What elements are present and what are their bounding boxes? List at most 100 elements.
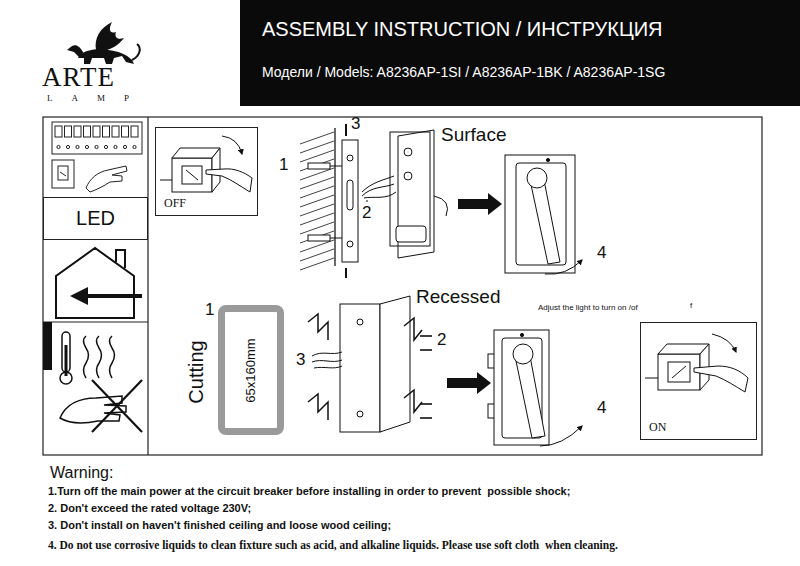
indoor-use-icon [70,287,88,305]
section-heading: Surface [441,124,506,146]
griffin-logo [78,49,134,64]
header-title: ASSEMBLY INSTRUCTION / ИНСТРУКЦИЯ [262,18,663,41]
node-text: OFF [164,197,186,211]
recessed-lamp-assembled [520,333,523,336]
no-heat-icon [43,322,142,432]
wall-hatch [300,159,334,171]
switch-off-illustration [222,136,242,154]
instruction-frame [43,321,148,322]
models-line: Модели / Models: A8236AP-1SI / A8236AP-1… [262,64,665,80]
recessed-exploded-view [312,360,342,362]
switch-on-illustration [668,362,690,382]
surface-exploded-view [364,192,396,198]
wall-hatch [300,231,334,243]
recessed-exploded-view [308,296,432,432]
breaker-panel [93,126,100,137]
callout-number: 2 [437,330,446,350]
breaker-panel [76,145,79,148]
warning-item: 4. Do not use corrosive liquids to clean… [48,539,618,552]
wall-hatch [300,222,334,234]
no-heat-icon [84,336,89,378]
recessed-exploded-view [404,390,422,412]
no-heat-icon [92,380,142,432]
section-heading: Recessed [416,286,501,308]
surface-exploded-view [308,163,330,169]
griffin-logo [67,45,84,57]
switch-on-illustration [645,334,748,392]
breaker-panel [123,145,126,148]
surface-lamp-assembled [505,155,575,273]
callout-number: 4 [597,243,606,263]
surface-lamp-assembled [545,260,582,274]
recessed-exploded-view [357,319,363,325]
node-text: LED [76,207,115,230]
recessed-exploded-view [380,296,410,432]
recessed-lamp-assembled [515,356,545,438]
surface-exploded-view [404,172,412,180]
switch-on-illustration [645,378,658,379]
instruction-frame [43,117,762,455]
header-band [240,0,800,106]
switch-off-illustration [186,170,198,180]
switch-off-illustration [172,158,212,192]
cutting-label: Cutting [185,340,208,403]
header-band [240,0,800,106]
wall-hatch [300,168,334,180]
breaker-panel [122,126,129,137]
breaker-panel [114,145,117,148]
surface-exploded-view [404,148,412,156]
breaker-panel [57,145,60,148]
wall-hatch [300,177,334,189]
symbol-cell: LED [43,197,148,240]
note-text: f [690,301,692,310]
recessed-lamp-assembled [540,426,582,446]
warning-heading: Warning: [50,464,113,482]
switch-panel: OFF [155,127,258,216]
callout-number: 1 [205,300,214,320]
switch-panel: ON [640,322,757,440]
no-heat-icon [97,336,102,378]
recessed-exploded-view [420,335,432,337]
surface-exploded-view [362,176,394,192]
wall-hatch [300,132,334,144]
wall-hatch [300,258,334,270]
recessed-exploded-view [340,304,380,432]
warning-item: 1.Turn off the main power at the circuit… [48,485,570,498]
breaker-panel [112,126,119,137]
breaker-panel [55,126,62,137]
warning-item: 2. Don't exceed the rated voltage 230V; [48,502,251,515]
surface-lamp-assembled [527,168,547,188]
warning-item: 3. Don't install on haven't finished cei… [48,519,391,532]
recessed-lamp-assembled [513,344,533,364]
griffin-logo [132,44,140,60]
surface-exploded-view [308,235,330,241]
recessed-exploded-view [308,314,328,340]
surface-exploded-view [308,124,448,278]
no-heat-icon [60,396,126,423]
wall-hatch [300,204,334,216]
breaker-panel [66,145,69,148]
cutout-outline: 65x160mm [218,305,284,435]
surface-exploded-view [345,124,347,136]
breaker-panel [84,126,91,137]
surface-exploded-view [347,180,353,210]
callout-number: 1 [279,155,288,175]
switch-off-illustration [160,180,172,181]
wall-hatch [300,195,334,207]
assembly-arrow [458,193,502,215]
no-heat-icon [110,336,115,378]
indoor-use-icon [56,248,142,318]
instruction-frame [147,117,148,455]
griffin-logo [67,22,140,64]
surface-exploded-view [347,155,353,161]
recessed-exploded-view [357,411,363,417]
no-heat-icon [92,380,142,432]
recessed-exploded-view [312,352,342,356]
node-text: ON [649,421,666,435]
surface-exploded-view [342,140,358,262]
breaker-panel [60,172,66,176]
breaker-panel [58,166,68,180]
recessed-lamp-assembled [494,330,549,445]
